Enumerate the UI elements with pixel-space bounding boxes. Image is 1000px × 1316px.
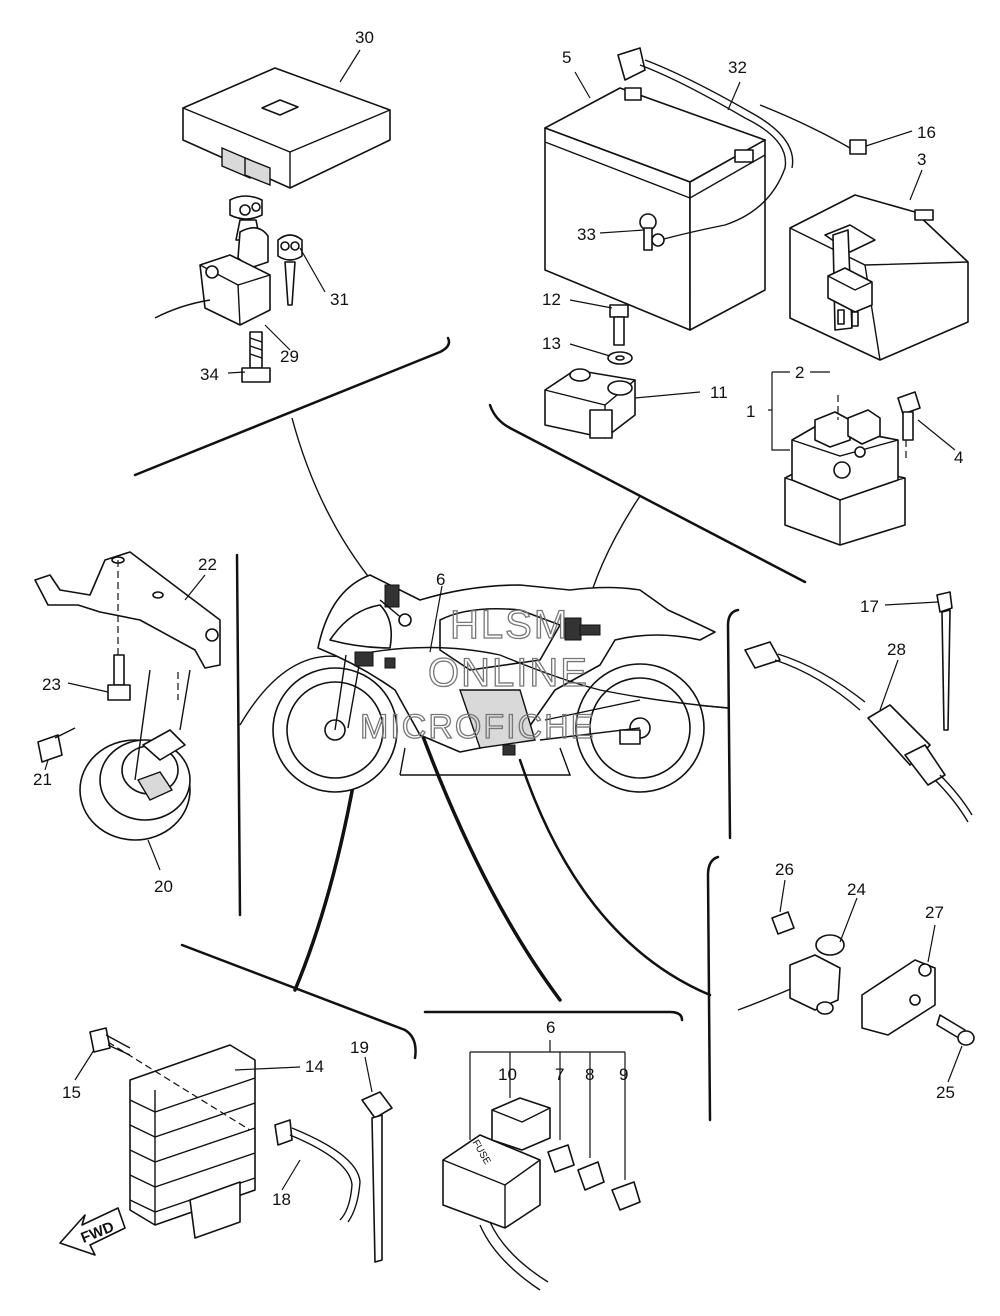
part-1-starter-relay [784,395,907,546]
label-23: 23 [42,675,61,694]
part-12-bolt [609,304,629,346]
part-20-horn [79,669,191,841]
part-22-bracket [34,551,221,669]
part-26-nut [771,911,795,935]
part-23-bolt [107,654,131,701]
label-20: 20 [154,877,173,896]
part-6-fuse-box: FUSE [442,1040,626,1291]
label-18: 18 [272,1190,291,1209]
part-13-washer [607,351,633,365]
section-brackets [133,336,807,1122]
fwd-arrow: FWD [59,1207,126,1256]
label-3: 3 [917,150,926,169]
label-8: 8 [585,1065,594,1084]
part-10-fuse-block [491,1097,551,1151]
label-12: 12 [542,290,561,309]
label-9: 9 [619,1065,628,1084]
part-5-battery [544,87,766,331]
part-21-nut [37,727,76,763]
part-28-sensor [744,641,973,823]
label-14: 14 [305,1057,324,1076]
label-7: 7 [555,1065,564,1084]
part-16-lead [759,104,867,155]
label-2: 2 [795,363,804,382]
label-26: 26 [775,860,794,879]
part-34-bolt [241,331,271,383]
part-32-battery-lead [617,47,794,247]
part-4-bolt [897,391,921,441]
part-8-fuse [577,1161,605,1191]
part-2-fuse [827,267,873,327]
label-6-group: 6 [546,1018,555,1037]
label-27: 27 [925,903,944,922]
label-29: 29 [280,347,299,366]
part-19-tie [361,1091,393,1263]
part-27-plate [861,959,936,1036]
label-15: 15 [62,1083,81,1102]
label-13: 13 [542,334,561,353]
label-11: 11 [710,383,728,402]
fwd-marking: FWD [78,1218,116,1247]
part-31-key [277,234,303,306]
label-1: 1 [746,402,755,421]
motorcycle-illustration [272,574,729,793]
label-5: 5 [562,48,571,67]
part-30-ecu [182,67,391,189]
label-10: 10 [498,1065,517,1084]
label-28: 28 [887,640,906,659]
part-7-fuse [547,1144,575,1173]
watermark: HLSM ONLINE MICROFICHE [359,602,595,746]
label-leader-lines [44,49,963,1191]
part-number-labels: 30 31 29 34 5 32 33 12 13 11 16 3 2 1 4 … [33,28,963,1209]
label-19: 19 [350,1038,369,1057]
label-17: 17 [860,597,879,616]
part-11-relay [544,368,636,439]
part-29-main-switch [154,195,271,326]
label-24: 24 [847,880,866,899]
watermark-line1: HLSM [450,603,569,647]
label-34: 34 [200,365,219,384]
label-31: 31 [330,290,349,309]
part-14-rectifier [107,1041,256,1239]
label-25: 25 [936,1083,955,1102]
label-6-main: 6 [436,570,445,589]
watermark-line2: ONLINE [428,651,589,695]
label-32: 32 [728,58,747,77]
part-3-cover [789,194,969,361]
part-33-bolt [639,213,657,251]
part-24-sensor [737,934,845,1015]
part-18-band [274,1119,361,1223]
part-17-tie [936,591,953,731]
label-21: 21 [33,770,52,789]
label-33: 33 [577,225,596,244]
part-9-fuse [611,1181,641,1211]
label-16: 16 [917,123,936,142]
part-15-bolt [89,1027,131,1056]
label-22: 22 [198,555,217,574]
watermark-line3: MICROFICHE [360,708,595,746]
label-4: 4 [954,448,963,467]
part-25-bolt [936,1014,975,1046]
label-30: 30 [355,28,374,47]
